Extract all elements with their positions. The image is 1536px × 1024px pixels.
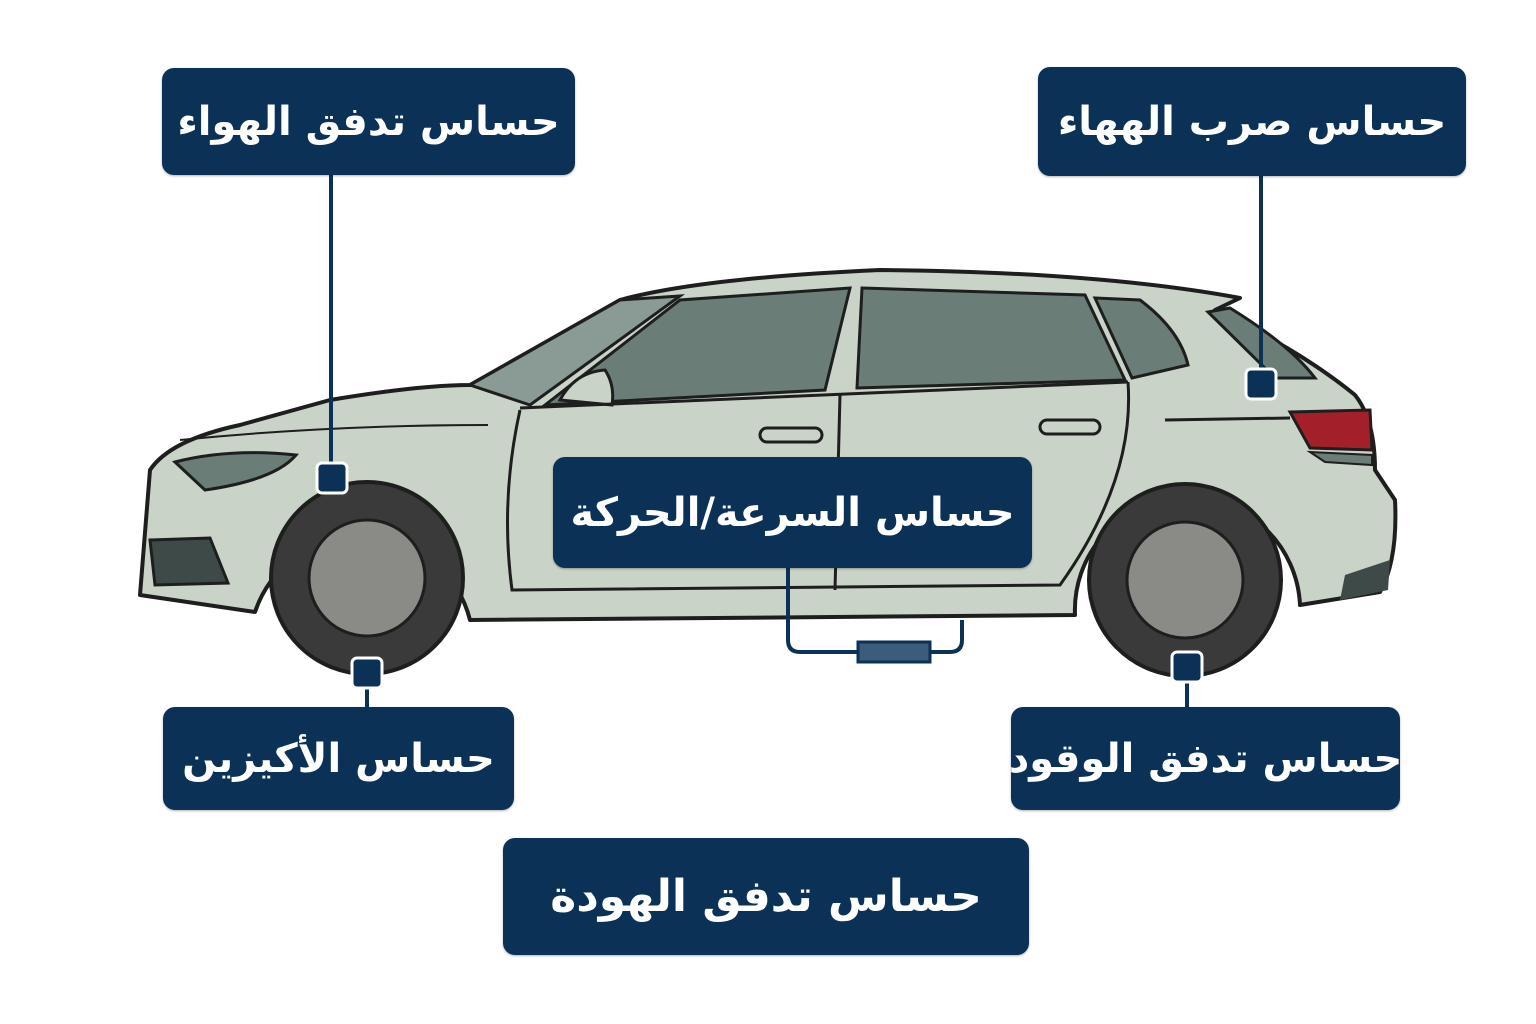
- sensor-marker-air-flow: [315, 461, 349, 495]
- door-handle: [1038, 418, 1102, 436]
- tail-light: [1287, 408, 1374, 452]
- sensor-marker-oxygen: [350, 656, 384, 690]
- side-mirror: [557, 368, 615, 407]
- door-handle: [758, 426, 824, 444]
- headlight: [171, 451, 299, 492]
- fog-lamp: [148, 536, 231, 587]
- windshield: [466, 294, 686, 407]
- label-bottom-center-sensor: حساس تدفق الهودة: [503, 838, 1029, 955]
- sensor-marker-top-right: [1244, 367, 1278, 401]
- rear-wheel: [1087, 482, 1283, 678]
- sensor-marker-fuel-flow: [1170, 650, 1204, 684]
- rear-window: [1092, 296, 1190, 380]
- label-oxygen-sensor: حساس الأكيزين: [163, 707, 514, 810]
- speed-sensor-module: [856, 640, 932, 664]
- label-top-right-sensor: حساس صرب الههاء: [1038, 67, 1466, 176]
- front-window: [540, 286, 852, 407]
- front-wheel: [269, 480, 465, 676]
- label-fuel-flow-sensor: حساس تدفق الوقود: [1009, 707, 1402, 810]
- label-air-flow-sensor: حساس تدفق الهواء: [162, 68, 575, 175]
- middle-window: [855, 286, 1128, 390]
- label-speed-motion-sensor: حساس السرعة/الحركة: [553, 457, 1032, 568]
